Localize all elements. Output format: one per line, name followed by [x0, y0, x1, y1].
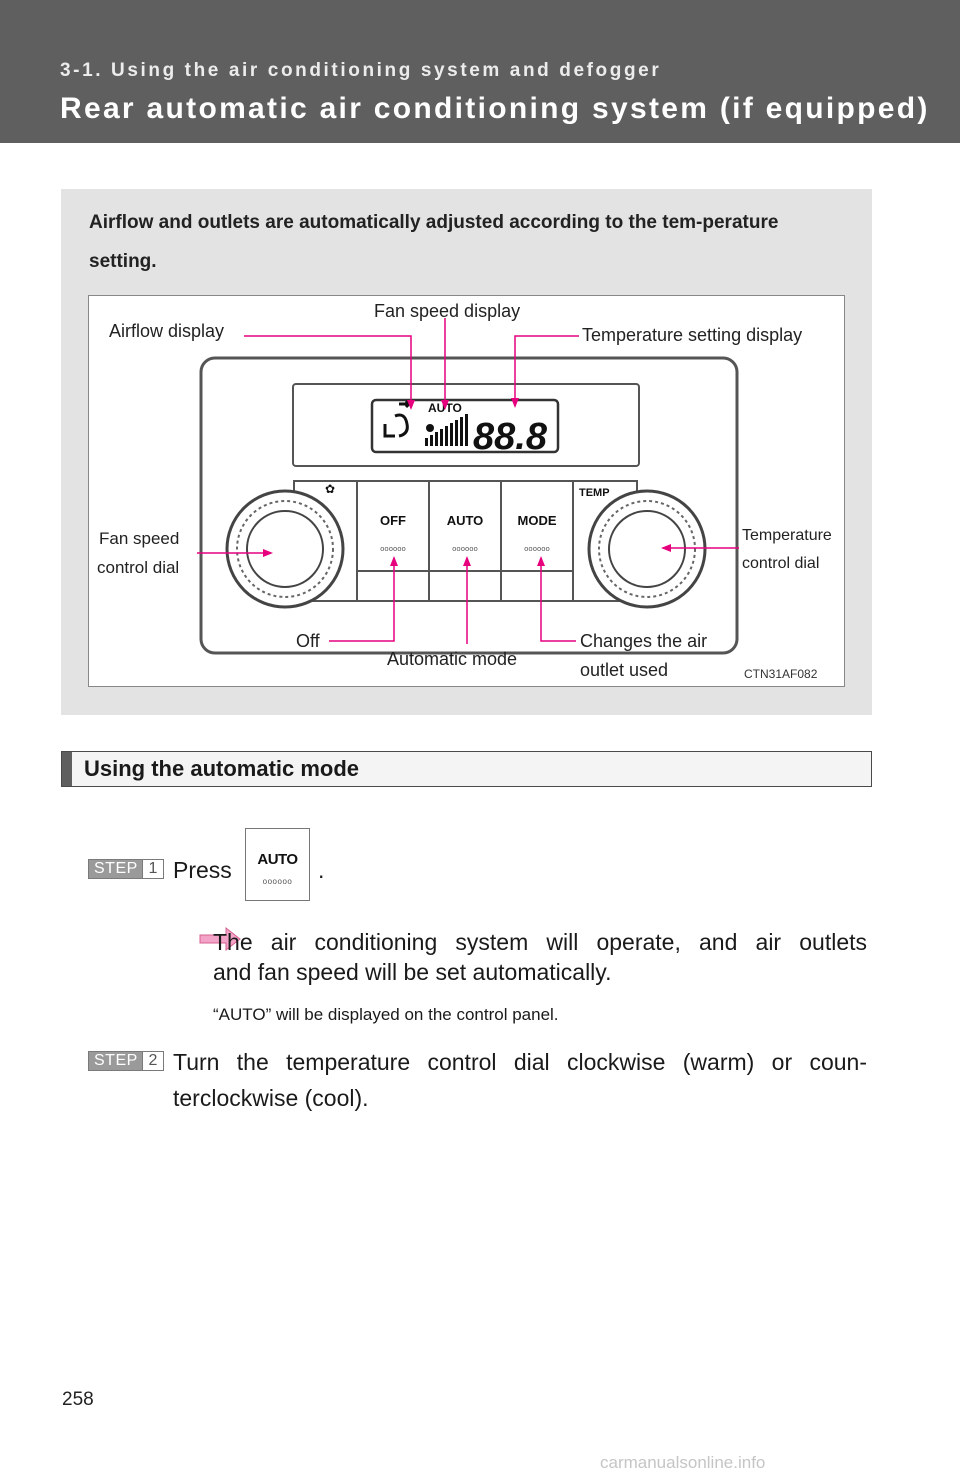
svg-text:oooooo: oooooo — [452, 545, 478, 553]
label-automatic-mode: Automatic mode — [387, 649, 517, 669]
callout-lines — [197, 318, 739, 644]
fan-icon — [426, 424, 434, 432]
result-line-1: The air conditioning system will operate… — [213, 929, 867, 955]
page-header: 3-1. Using the air conditioning system a… — [0, 0, 960, 143]
auto-button[interactable]: AUTO oooooo — [447, 513, 484, 553]
display-temp-digits: 88.8 — [473, 416, 548, 458]
step-2-line-1: Turn the temperature control dial clockw… — [173, 1049, 867, 1075]
result-arrow-icon — [199, 926, 241, 952]
fan-small-icon: ✿ — [325, 482, 335, 496]
step-1-text-after: . — [318, 857, 325, 883]
mode-button-label: MODE — [518, 513, 557, 528]
page-title: Rear automatic air conditioning system (… — [60, 92, 930, 125]
label-changes-air-outlet-1: Changes the air — [580, 631, 707, 651]
control-panel-figure: AUTO 88.8 OFF oooooo AUTO oooooo MODE oo… — [88, 295, 845, 687]
step-1-badge: STEP 1 — [88, 859, 164, 879]
section-title: 3-1. Using the air conditioning system a… — [60, 60, 662, 81]
label-fan-speed-dial-1: Fan speed — [99, 529, 179, 548]
intro-text: Airflow and outlets are automatically ad… — [89, 212, 779, 272]
off-button[interactable]: OFF oooooo — [380, 513, 406, 553]
temperature-dial[interactable] — [587, 489, 707, 609]
label-temperature-setting-display: Temperature setting display — [582, 325, 802, 345]
step-1-text-before: Press — [173, 857, 232, 883]
auto-button-label: AUTO — [447, 513, 484, 528]
callout-arrowheads — [263, 398, 671, 566]
result-line-2: and fan speed will be set automatically. — [213, 959, 612, 985]
result-note: “AUTO” will be displayed on the control … — [213, 1005, 559, 1024]
section-heading: Using the automatic mode — [84, 756, 360, 781]
label-temperature-dial-2: control dial — [742, 555, 819, 572]
fan-speed-dial[interactable] — [225, 489, 345, 609]
page-number: 258 — [62, 1389, 94, 1410]
off-button-label: OFF — [380, 513, 406, 528]
step-2-badge: STEP 2 — [88, 1051, 164, 1071]
label-temperature-dial-1: Temperature — [742, 527, 832, 544]
svg-text:oooooo: oooooo — [524, 545, 550, 553]
mode-button[interactable]: MODE oooooo — [518, 513, 557, 553]
section-stripe — [62, 752, 72, 786]
label-fan-speed-display: Fan speed display — [374, 301, 520, 321]
svg-text:oooooo: oooooo — [380, 545, 406, 553]
label-changes-air-outlet-2: outlet used — [580, 660, 668, 680]
label-off: Off — [296, 631, 321, 651]
section-heading-bar: Using the automatic mode — [61, 751, 872, 787]
airflow-icon — [383, 399, 413, 438]
label-fan-speed-dial-2: control dial — [97, 558, 179, 577]
step-2-line-2: terclockwise (cool). — [173, 1085, 369, 1111]
auto-button-icon-label: AUTO — [257, 851, 298, 868]
temp-label: TEMP — [579, 487, 610, 499]
watermark: carmanualsonline.info — [600, 1453, 766, 1472]
label-airflow-display: Airflow display — [109, 321, 224, 341]
fan-speed-bars — [425, 414, 468, 446]
auto-button-icon: AUTO oooooo — [245, 828, 310, 901]
figure-code: CTN31AF082 — [744, 667, 818, 681]
button-strip — [293, 480, 638, 602]
control-panel-diagram: AUTO 88.8 OFF oooooo AUTO oooooo MODE oo… — [97, 301, 832, 681]
